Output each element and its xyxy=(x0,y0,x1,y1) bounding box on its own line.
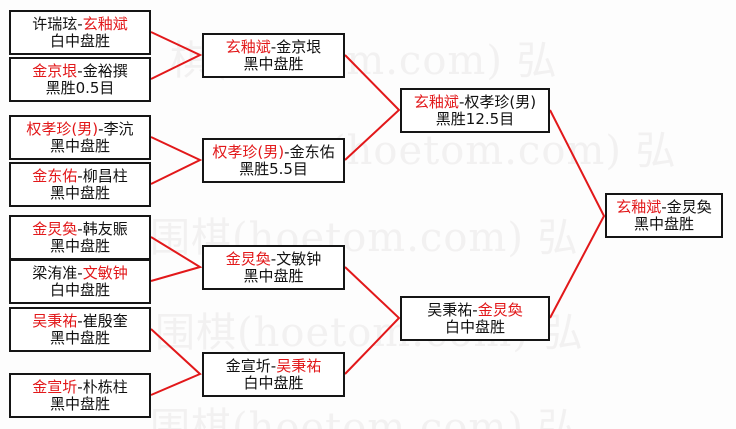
player-left: 金宣圻 xyxy=(225,357,271,376)
match-pairing: 权孝珍(男)-李沆 xyxy=(26,121,133,137)
match-box-r1-m6[interactable]: 梁洧准-文敏钟白中盘胜 xyxy=(9,259,151,304)
player-right: 文敏钟 xyxy=(82,264,128,283)
connector-line xyxy=(150,328,202,396)
player-right: 李沆 xyxy=(103,120,134,139)
versus-dash: - xyxy=(77,220,83,239)
versus-dash: - xyxy=(661,198,667,217)
player-right: 金炅奐 xyxy=(666,198,712,217)
match-pairing: 吴秉祐-金炅奐 xyxy=(427,302,522,318)
connector-line xyxy=(344,54,401,161)
player-left: 权孝珍(男) xyxy=(26,120,99,139)
match-result: 黑中盘胜 xyxy=(49,236,110,255)
versus-dash: - xyxy=(472,301,478,320)
player-right: 柳昌柱 xyxy=(82,167,128,186)
versus-dash: - xyxy=(77,264,83,283)
player-right: 金裕撰 xyxy=(82,62,128,81)
match-pairing: 许瑞玹-玄釉斌 xyxy=(32,16,127,32)
connector-line xyxy=(150,236,203,282)
player-right: 金东佑 xyxy=(289,143,335,162)
match-result: 黑中盘胜 xyxy=(49,136,110,155)
versus-dash: - xyxy=(270,38,277,57)
player-left: 金宣圻 xyxy=(32,378,78,397)
match-box-r2-m4[interactable]: 金宣圻-吴秉祐白中盘胜 xyxy=(202,352,345,397)
connector-line xyxy=(150,31,203,80)
match-pairing: 玄釉斌-权孝珍(男) xyxy=(414,94,536,110)
match-result: 白中盘胜 xyxy=(444,317,505,336)
player-left: 金东佑 xyxy=(32,167,78,186)
match-box-r2-m3[interactable]: 金炅奐-文敏钟黑中盘胜 xyxy=(202,245,345,290)
match-result: 白中盘胜 xyxy=(243,373,304,392)
match-result: 黑中盘胜 xyxy=(49,328,110,347)
match-result: 黑中盘胜 xyxy=(243,54,304,73)
match-pairing: 玄釉斌-金炅奐 xyxy=(616,199,711,215)
match-box-r1-m1[interactable]: 许瑞玹-玄釉斌白中盘胜 xyxy=(9,10,151,55)
match-pairing: 梁洧准-文敏钟 xyxy=(32,265,127,281)
versus-dash: - xyxy=(77,15,83,34)
match-result: 黑中盘胜 xyxy=(49,183,110,202)
player-left: 金炅奐 xyxy=(225,250,271,269)
versus-dash: - xyxy=(270,357,277,376)
player-right: 朴栋柱 xyxy=(82,378,128,397)
match-pairing: 玄釉斌-金京垠 xyxy=(226,39,321,55)
player-left: 玄釉斌 xyxy=(413,93,459,112)
match-result: 白中盘胜 xyxy=(49,31,110,50)
match-pairing: 金宣圻-吴秉祐 xyxy=(226,358,321,374)
player-right: 金京垠 xyxy=(276,38,322,57)
versus-dash: - xyxy=(77,62,83,81)
versus-dash: - xyxy=(98,120,104,139)
match-box-r1-m4[interactable]: 金东佑-柳昌柱黑中盘胜 xyxy=(9,162,151,207)
match-result: 黑中盘胜 xyxy=(49,394,110,413)
player-left: 玄釉斌 xyxy=(225,38,271,57)
match-box-f-m1[interactable]: 玄釉斌-金炅奐黑中盘胜 xyxy=(605,193,723,238)
match-result: 黑胜5.5目 xyxy=(239,159,308,178)
player-left: 权孝珍(男) xyxy=(212,143,285,162)
player-right: 文敏钟 xyxy=(276,250,322,269)
match-box-r1-m2[interactable]: 金京垠-金裕撰黑胜0.5目 xyxy=(9,57,151,102)
connector-line xyxy=(150,136,203,185)
match-pairing: 吴秉祐-崔殷奎 xyxy=(32,313,127,329)
match-result: 黑中盘胜 xyxy=(633,214,694,233)
match-result: 白中盘胜 xyxy=(49,280,110,299)
connector-line xyxy=(549,109,606,319)
player-left: 许瑞玹 xyxy=(32,15,78,34)
versus-dash: - xyxy=(458,93,465,112)
player-right: 吴秉祐 xyxy=(276,357,322,376)
match-pairing: 金炅奐-韩友賑 xyxy=(32,221,127,237)
versus-dash: - xyxy=(77,167,83,186)
match-result: 黑中盘胜 xyxy=(243,266,304,285)
match-box-r1-m3[interactable]: 权孝珍(男)-李沆黑中盘胜 xyxy=(9,115,151,160)
player-right: 权孝珍(男) xyxy=(464,93,537,112)
match-box-r1-m8[interactable]: 金宣圻-朴栋柱黑中盘胜 xyxy=(9,373,151,418)
versus-dash: - xyxy=(284,143,290,162)
versus-dash: - xyxy=(77,378,83,397)
match-pairing: 金宣圻-朴栋柱 xyxy=(32,379,127,395)
player-right: 韩友賑 xyxy=(82,220,128,239)
player-left: 金京垠 xyxy=(32,62,78,81)
player-right: 金炅奐 xyxy=(477,301,523,320)
player-left: 梁洧准 xyxy=(32,264,78,283)
player-left: 金炅奐 xyxy=(32,220,78,239)
match-pairing: 金炅奐-文敏钟 xyxy=(226,251,321,267)
match-box-r3-m1[interactable]: 玄釉斌-权孝珍(男)黑胜12.5目 xyxy=(400,88,550,133)
player-left: 吴秉祐 xyxy=(427,301,473,320)
connector-line xyxy=(344,266,401,375)
match-result: 黑胜12.5目 xyxy=(435,109,515,128)
match-box-r1-m7[interactable]: 吴秉祐-崔殷奎黑中盘胜 xyxy=(9,307,151,352)
player-right: 崔殷奎 xyxy=(82,312,128,331)
player-left: 吴秉祐 xyxy=(32,312,78,331)
versus-dash: - xyxy=(270,250,277,269)
player-right: 玄釉斌 xyxy=(82,15,128,34)
match-box-r2-m1[interactable]: 玄釉斌-金京垠黑中盘胜 xyxy=(202,33,345,78)
match-box-r2-m2[interactable]: 权孝珍(男)-金东佑黑胜5.5目 xyxy=(202,138,345,183)
match-pairing: 权孝珍(男)-金东佑 xyxy=(212,144,334,160)
match-box-r3-m2[interactable]: 吴秉祐-金炅奐白中盘胜 xyxy=(400,296,550,341)
match-box-r1-m5[interactable]: 金炅奐-韩友賑黑中盘胜 xyxy=(9,215,151,260)
match-pairing: 金东佑-柳昌柱 xyxy=(32,168,127,184)
player-left: 玄釉斌 xyxy=(616,198,662,217)
versus-dash: - xyxy=(77,312,83,331)
match-pairing: 金京垠-金裕撰 xyxy=(32,63,127,79)
match-result: 黑胜0.5目 xyxy=(45,78,115,97)
